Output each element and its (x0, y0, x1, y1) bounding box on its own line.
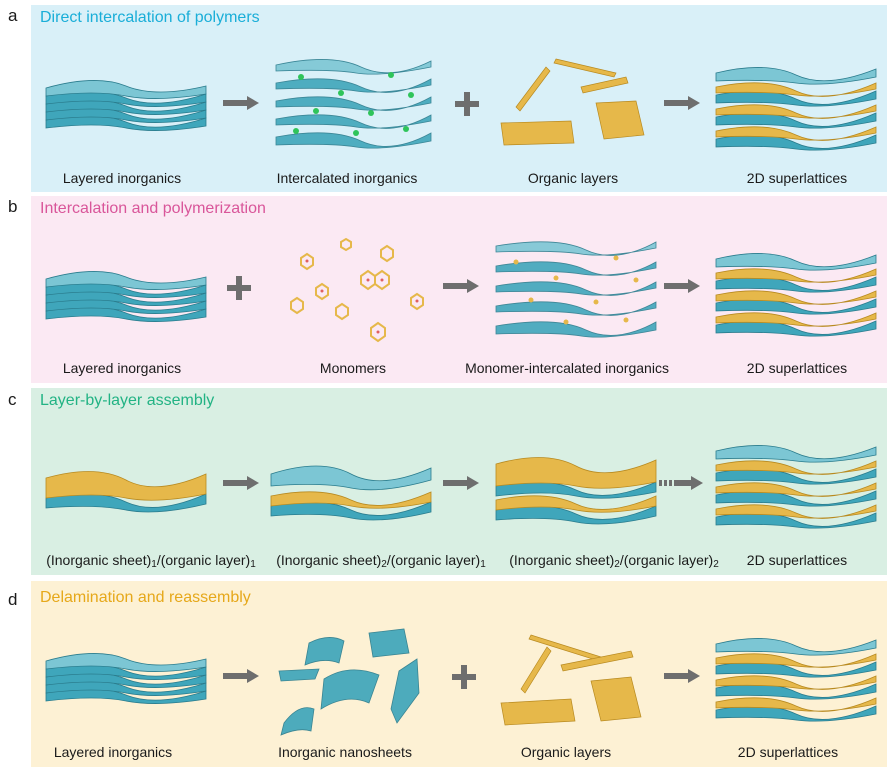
label-organic-layers: Organic layers (520, 744, 612, 760)
label-layered-inorganics: Layered inorganics (53, 744, 173, 760)
superlattice-image (706, 55, 886, 160)
label-layered-inorganics: Layered inorganics (62, 360, 182, 376)
panel-title-b: Intercalation and polymerization (40, 200, 266, 217)
plus-icon (455, 92, 479, 116)
inorganic-sheet-organic-layer-1-1-image (36, 440, 216, 540)
arrow-right-icon (664, 96, 700, 110)
inorganic-nanosheets-image (269, 623, 449, 738)
panel-letter-d: d (8, 590, 18, 609)
panel-letter-b: b (8, 197, 18, 216)
arrow-right-icon (223, 96, 259, 110)
panel-title-d: Delamination and reassembly (40, 589, 251, 606)
dashed-arrow-icon (659, 476, 703, 490)
label-inorganic-sheet-2-organic-layer-2: (Inorganic sheet)2/(organic layer)2 (509, 552, 719, 570)
panel-b: Intercalation and polymerization (31, 196, 887, 383)
panel-title-a: Direct intercalation of polymers (40, 9, 260, 26)
plus-icon (452, 665, 476, 689)
arrow-right-icon (223, 476, 259, 490)
superlattice-image (706, 433, 886, 538)
panel-letter-a: a (8, 6, 18, 25)
label-intercalated-inorganics: Intercalated inorganics (276, 170, 418, 186)
panel-a: Direct intercalation of polymers (31, 5, 887, 192)
panel-title-c: Layer-by-layer assembly (40, 392, 215, 409)
organic-layers-image (491, 621, 671, 736)
layered-inorganics-image (36, 633, 216, 723)
panel-letter-c: c (8, 390, 17, 409)
arrow-right-icon (664, 279, 700, 293)
label-layered-inorganics: Layered inorganics (62, 170, 182, 186)
label-inorganic-sheet-1-organic-layer-1: (Inorganic sheet)1/(organic layer)1 (46, 552, 256, 570)
monomers-image (261, 228, 441, 346)
label-2d-superlattices: 2D superlattices (746, 170, 848, 186)
monomer-intercalated-image (486, 234, 666, 349)
label-2d-superlattices: 2D superlattices (737, 744, 839, 760)
superlattice-image (706, 241, 886, 346)
layered-inorganics-image (36, 251, 216, 341)
arrow-right-icon (223, 669, 259, 683)
label-2d-superlattices: 2D superlattices (746, 360, 848, 376)
panel-c: Layer-by-layer assembly (31, 388, 887, 575)
inorganic-sheet-organic-layer-2-1-image (261, 440, 441, 540)
intercalated-inorganics-image (261, 47, 441, 157)
label-monomer-intercalated-inorganics: Monomer-intercalated inorganics (465, 360, 669, 376)
arrow-right-icon (443, 279, 479, 293)
inorganic-sheet-organic-layer-2-2-image (486, 440, 666, 540)
label-inorganic-nanosheets: Inorganic nanosheets (278, 744, 412, 760)
label-inorganic-sheet-2-organic-layer-1: (Inorganic sheet)2/(organic layer)1 (276, 552, 486, 570)
arrow-right-icon (664, 669, 700, 683)
plus-icon (227, 276, 251, 300)
superlattice-image (706, 626, 886, 731)
label-2d-superlattices: 2D superlattices (746, 552, 848, 568)
layered-inorganics-image (36, 60, 216, 150)
label-monomers: Monomers (319, 360, 387, 376)
label-organic-layers: Organic layers (527, 170, 619, 186)
panel-d: Delamination and reassembly (31, 581, 887, 767)
organic-layers-image (486, 47, 666, 157)
arrow-right-icon (443, 476, 479, 490)
